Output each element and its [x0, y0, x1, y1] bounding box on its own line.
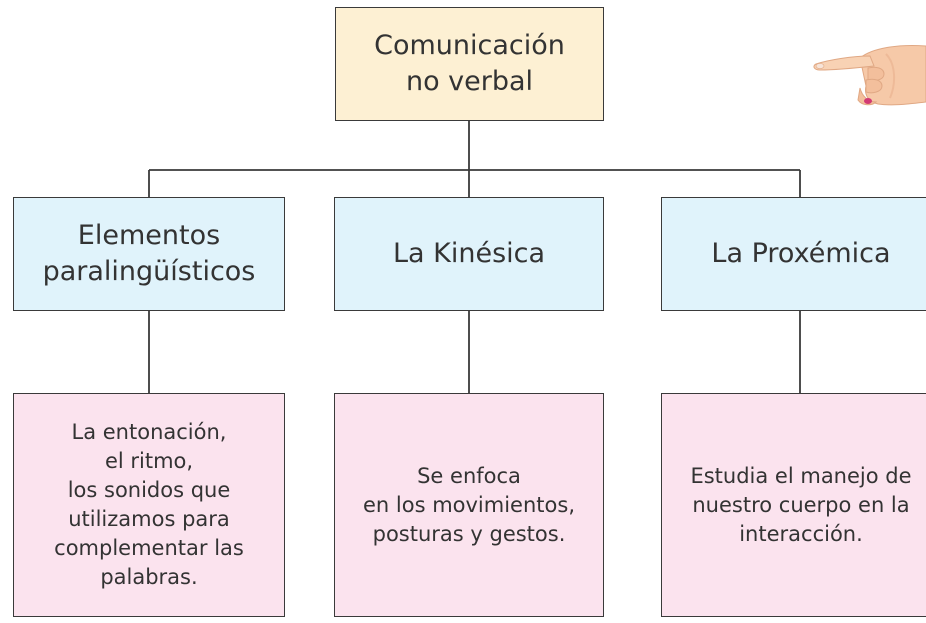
- branch-node-label: La Kinésica: [392, 238, 546, 269]
- detail-node-paralinguistic: La entonación, el ritmo, los sonidos que…: [13, 393, 285, 617]
- detail-node-kinesics: Se enfoca en los movimientos, posturas y…: [334, 393, 604, 617]
- branch-node-label: Elementos paralingüísticos: [42, 220, 256, 287]
- detail-node-text: Se enfoca en los movimientos, posturas y…: [363, 463, 575, 546]
- branch-node-kinesics: La Kinésica: [334, 197, 604, 311]
- detail-node-text: La entonación, el ritmo, los sonidos que…: [54, 420, 244, 589]
- branch-node-label: La Proxémica: [711, 238, 891, 269]
- detail-node-text: Estudia el manejo de nuestro cuerpo en l…: [690, 463, 912, 546]
- root-node-label: Comunicación no verbal: [374, 30, 565, 97]
- pointing-hand-icon: [813, 45, 926, 106]
- branch-node-paralinguistic: Elementos paralingüísticos: [13, 197, 285, 311]
- root-node: Comunicación no verbal: [335, 7, 604, 121]
- branch-node-proxemics: La Proxémica: [661, 197, 926, 311]
- detail-node-proxemics: Estudia el manejo de nuestro cuerpo en l…: [661, 393, 926, 617]
